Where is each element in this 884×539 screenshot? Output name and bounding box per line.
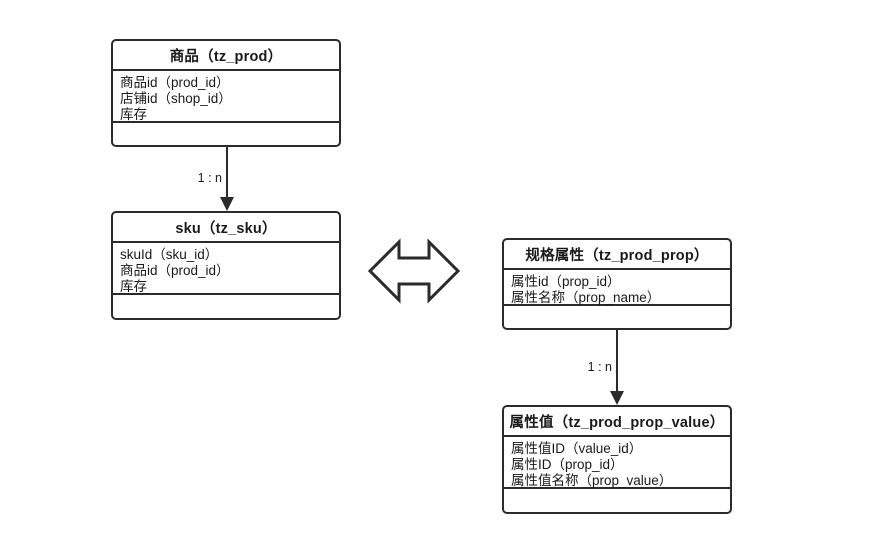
entity-footer-tz-prod <box>113 123 339 145</box>
entity-footer-tz-sku <box>113 295 339 318</box>
attribute-row: 库存 <box>120 107 147 122</box>
attribute-row: 属性值名称（prop_value） <box>511 473 673 488</box>
relation-line <box>616 330 618 391</box>
entity-footer-tz-prod-prop <box>504 306 730 328</box>
entity-title-tz-prod-prop-value: 属性值（tz_prod_prop_value） <box>504 407 730 437</box>
attribute-row: 属性名称（prop_name） <box>511 290 661 305</box>
entity-attributes-tz-prod: 商品id（prod_id） 店铺id（shop_id） 库存 <box>113 71 339 123</box>
attribute-row: 店铺id（shop_id） <box>120 91 232 106</box>
relation-prop-to-prop-value: 1 : n <box>588 330 624 405</box>
attribute-row: 属性ID（prop_id） <box>511 457 624 472</box>
relation-line <box>226 147 228 197</box>
entity-tz-prod[interactable]: 商品（tz_prod） 商品id（prod_id） 店铺id（shop_id） … <box>111 39 341 147</box>
attribute-row: 商品id（prod_id） <box>120 75 230 90</box>
attribute-row: skuId（sku_id） <box>120 247 219 262</box>
attribute-row: 商品id（prod_id） <box>120 263 230 278</box>
entity-attributes-tz-sku: skuId（sku_id） 商品id（prod_id） 库存 <box>113 243 339 295</box>
relation-cardinality-label: 1 : n <box>587 360 612 374</box>
relation-prod-to-sku: 1 : n <box>198 147 234 211</box>
relation-arrowhead <box>610 391 624 405</box>
attribute-row: 库存 <box>120 279 147 294</box>
entity-tz-sku[interactable]: sku（tz_sku） skuId（sku_id） 商品id（prod_id） … <box>111 211 341 320</box>
double-headed-arrow-icon <box>367 238 461 304</box>
relation-sku-to-prop <box>366 234 462 308</box>
relation-cardinality-label: 1 : n <box>197 171 222 185</box>
entity-title-tz-prod: 商品（tz_prod） <box>113 41 339 71</box>
entity-footer-tz-prod-prop-value <box>504 489 730 512</box>
attribute-row: 属性值ID（value_id） <box>511 441 643 456</box>
entity-title-tz-prod-prop: 规格属性（tz_prod_prop） <box>504 240 730 270</box>
attribute-row: 属性id（prop_id） <box>511 274 621 289</box>
entity-attributes-tz-prod-prop: 属性id（prop_id） 属性名称（prop_name） <box>504 270 730 306</box>
entity-attributes-tz-prod-prop-value: 属性值ID（value_id） 属性ID（prop_id） 属性值名称（prop… <box>504 437 730 489</box>
entity-title-tz-sku: sku（tz_sku） <box>113 213 339 243</box>
relation-arrowhead <box>220 197 234 211</box>
entity-tz-prod-prop[interactable]: 规格属性（tz_prod_prop） 属性id（prop_id） 属性名称（pr… <box>502 238 732 330</box>
entity-tz-prod-prop-value[interactable]: 属性值（tz_prod_prop_value） 属性值ID（value_id） … <box>502 405 732 514</box>
